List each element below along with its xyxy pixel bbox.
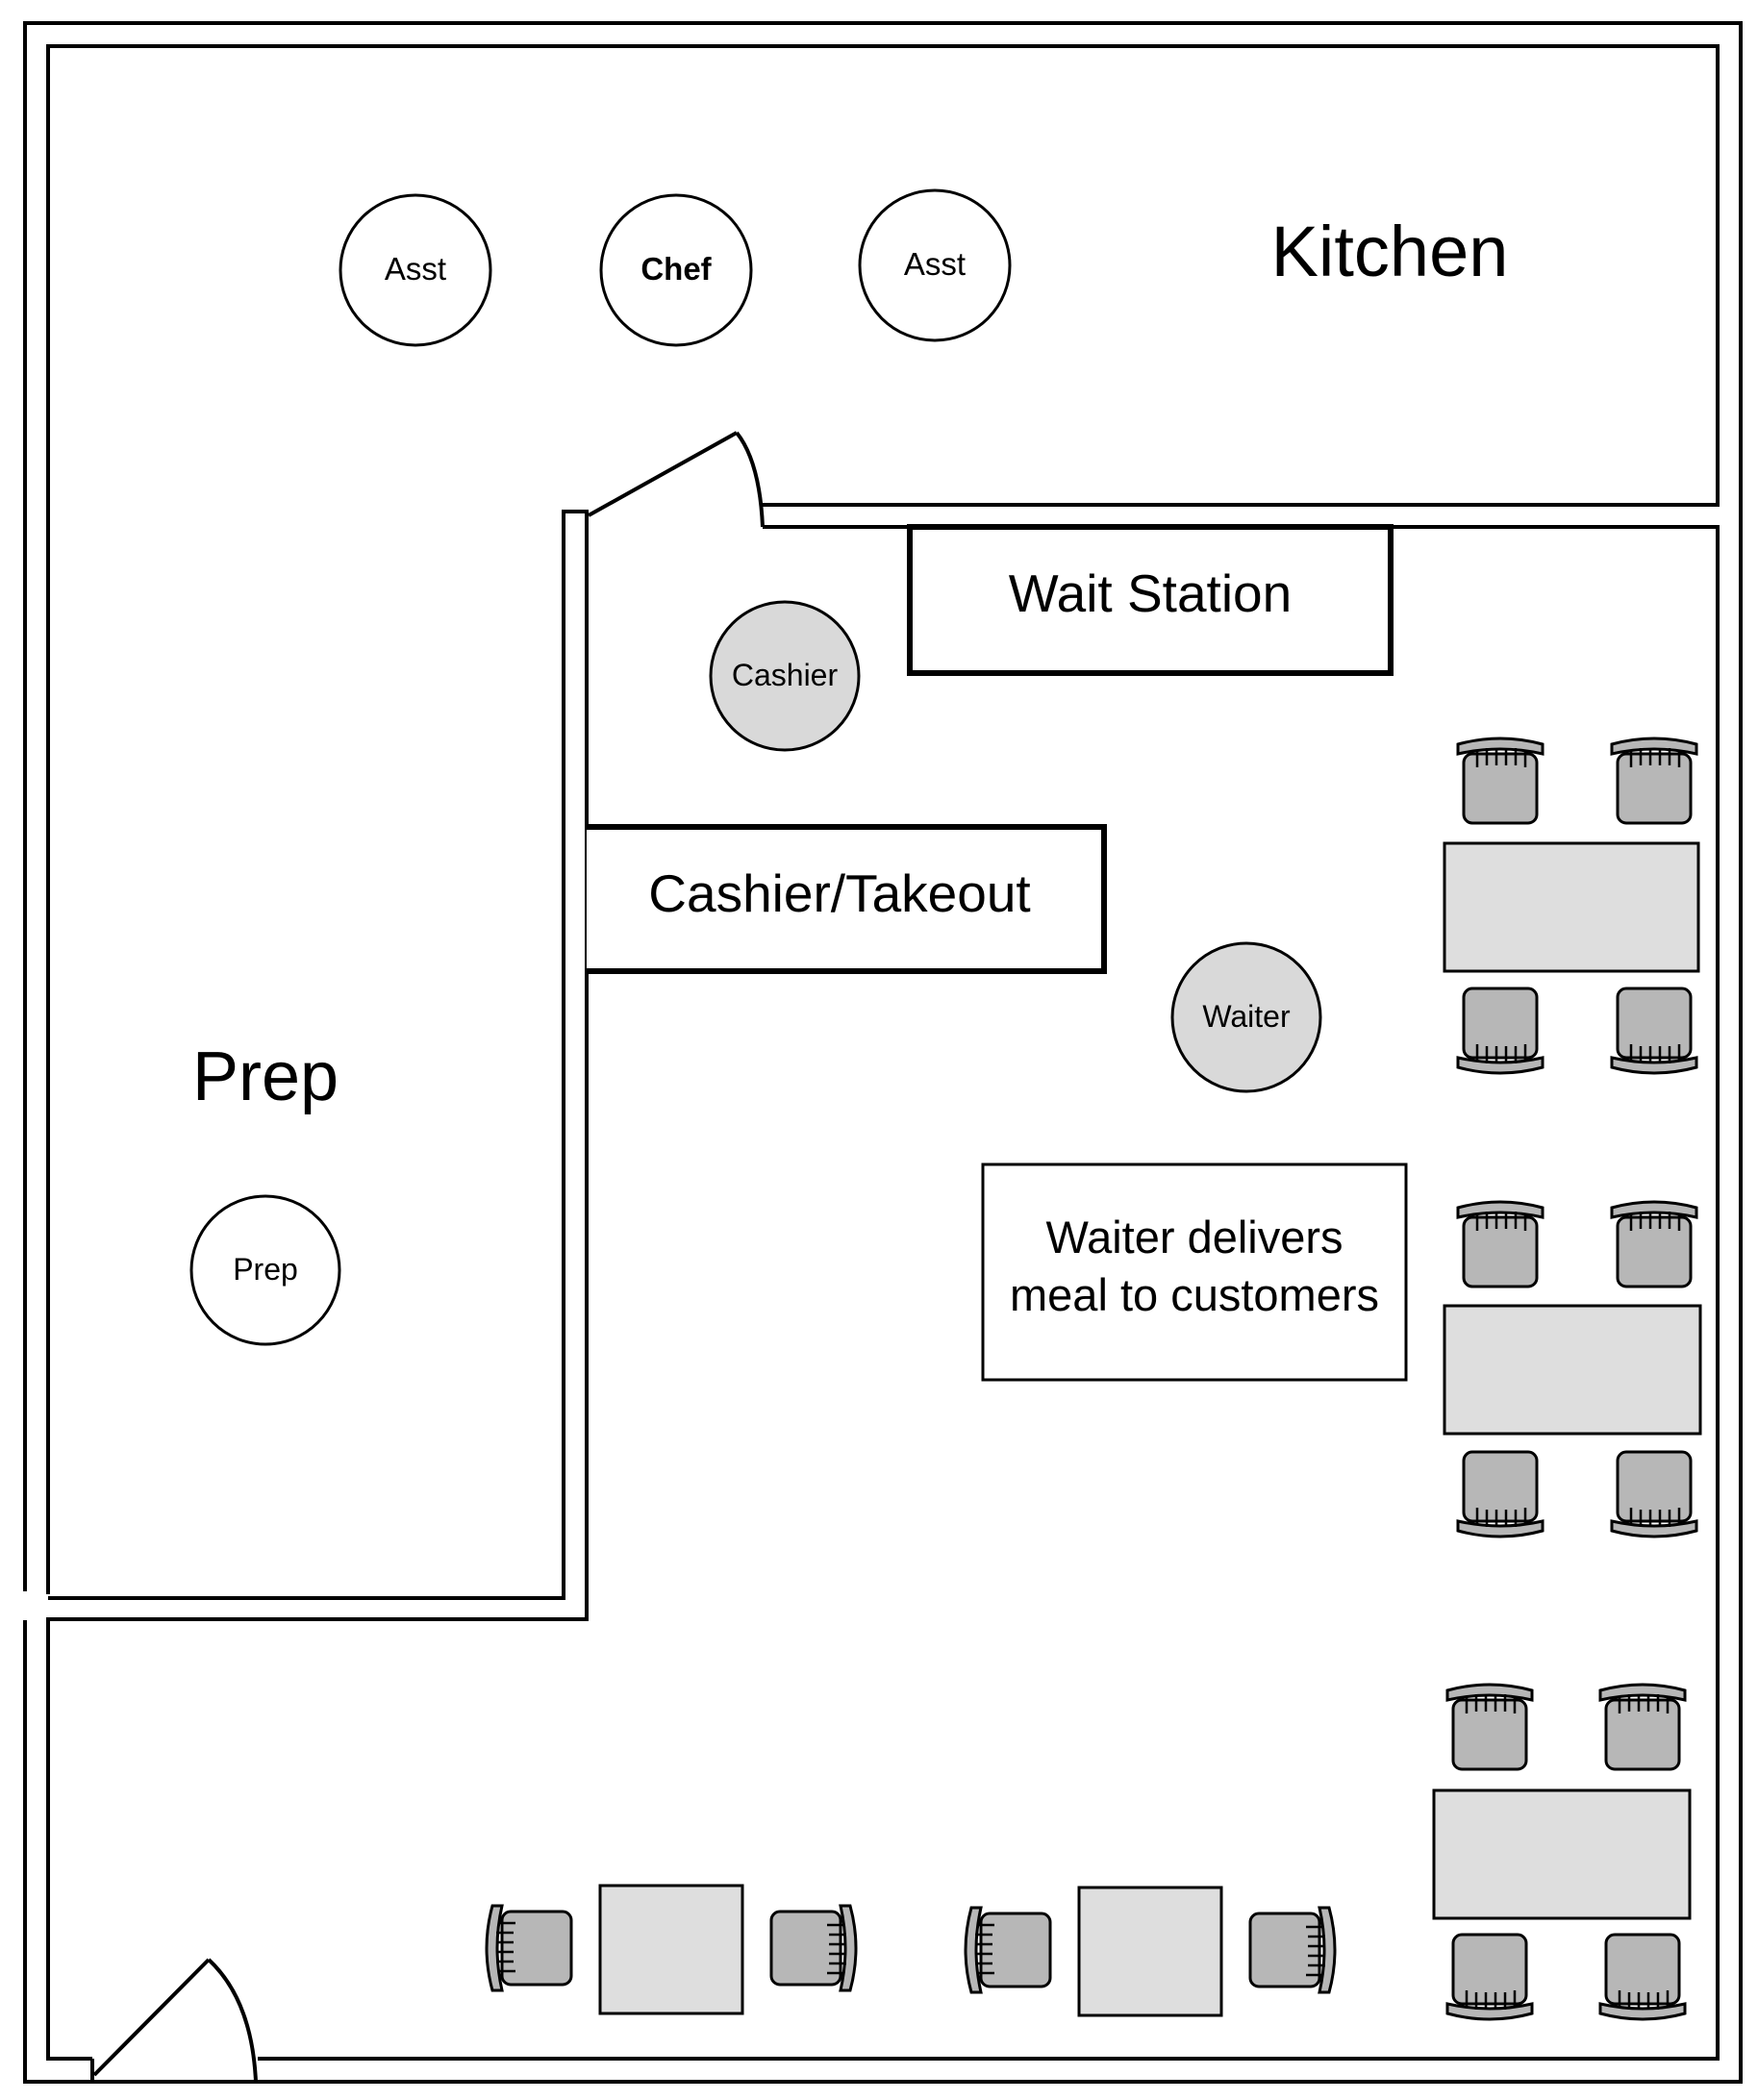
chair[interactable] xyxy=(1445,1683,1534,1771)
chef-label: Chef xyxy=(640,251,712,287)
dining-table-2[interactable] xyxy=(1443,1304,1702,1436)
kitchen-label: Kitchen xyxy=(1271,212,1509,291)
chair[interactable] xyxy=(1456,737,1545,825)
chair[interactable] xyxy=(1600,1935,1685,2019)
chef-staff: Chef xyxy=(599,193,753,347)
chair[interactable] xyxy=(1610,737,1698,825)
cashier-takeout-label: Cashier/Takeout xyxy=(648,863,1030,923)
chair[interactable] xyxy=(966,1908,1050,1992)
chair[interactable] xyxy=(771,1906,856,1990)
prep-partition xyxy=(46,510,589,2082)
dining-table-5[interactable] xyxy=(1077,1886,1223,2017)
prep-staff: Prep xyxy=(189,1194,341,1346)
prep-room-label: Prep xyxy=(192,1038,339,1115)
asst-right-label: Asst xyxy=(904,246,966,282)
cashier-staff: Cashier xyxy=(709,600,861,752)
chair[interactable] xyxy=(1610,1200,1698,1288)
asst-left-staff: Asst xyxy=(339,193,492,347)
waiter-note: Waiter delivers meal to customers xyxy=(981,1162,1408,1382)
entrance-door[interactable] xyxy=(92,1958,258,2083)
kitchen-prep-wall xyxy=(46,44,1720,1594)
waiter-staff: Waiter xyxy=(1170,941,1322,1093)
chair[interactable] xyxy=(1458,988,1543,1073)
cashier-takeout-station[interactable]: Cashier/Takeout xyxy=(587,824,1107,974)
waiter-note-line1: Waiter delivers xyxy=(1045,1212,1343,1262)
chair[interactable] xyxy=(1447,1935,1532,2019)
chair[interactable] xyxy=(1612,1452,1696,1537)
asst-left-label: Asst xyxy=(385,251,446,287)
chair[interactable] xyxy=(487,1906,571,1990)
chair[interactable] xyxy=(1458,1452,1543,1537)
chair[interactable] xyxy=(1456,1200,1545,1288)
dining-table-1[interactable] xyxy=(1443,841,1700,973)
outer-wall xyxy=(23,21,1743,2084)
cashier-label: Cashier xyxy=(732,658,839,692)
waiter-label: Waiter xyxy=(1202,999,1291,1034)
chair[interactable] xyxy=(1612,988,1696,1073)
dining-table-3[interactable] xyxy=(1432,1788,1692,1920)
asst-right-staff: Asst xyxy=(858,188,1012,342)
dining-table-4[interactable] xyxy=(598,1884,744,2015)
kitchen-door[interactable] xyxy=(588,431,765,528)
wait-station[interactable]: Wait Station xyxy=(907,524,1394,676)
waiter-note-line2: meal to customers xyxy=(1010,1269,1379,1320)
chair[interactable] xyxy=(1598,1683,1687,1771)
wait-station-label: Wait Station xyxy=(1009,563,1292,623)
prep-staff-label: Prep xyxy=(233,1252,298,1287)
chair[interactable] xyxy=(1250,1908,1335,1992)
